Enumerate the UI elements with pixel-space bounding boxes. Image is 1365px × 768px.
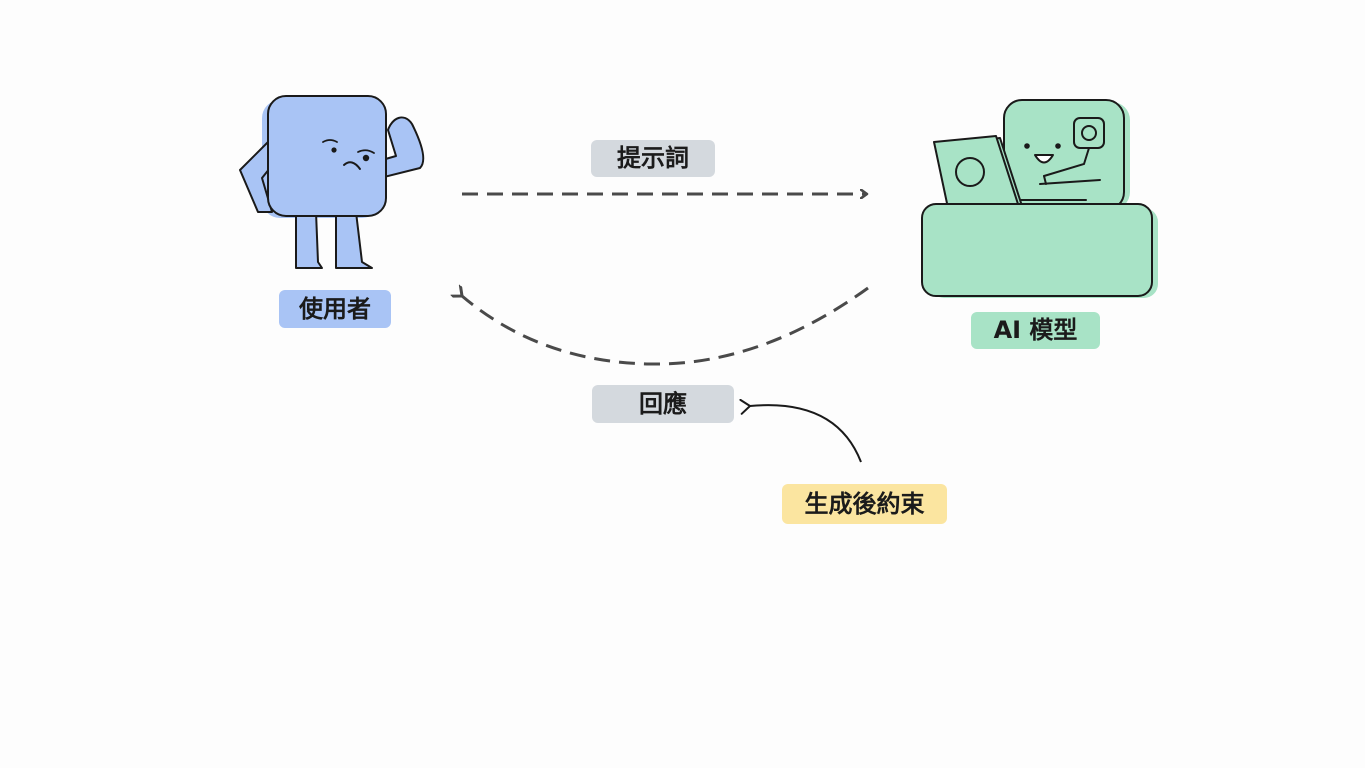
response-arrow: [462, 288, 869, 366]
post-generation-constraint-label: 生成後約束: [782, 484, 947, 524]
prompt-label: 提示詞: [591, 140, 715, 177]
user-label: 使用者: [279, 290, 391, 328]
response-label: 回應: [592, 385, 734, 423]
model-label: AI 模型: [971, 312, 1100, 349]
robot-with-laptop-icon: [921, 99, 1158, 298]
user-icon: [239, 95, 425, 269]
constraint-pointer-arrow: [739, 398, 862, 463]
